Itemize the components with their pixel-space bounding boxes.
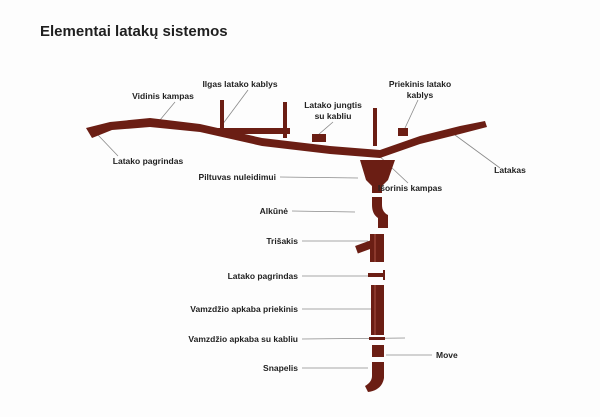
label-move: Move bbox=[436, 350, 458, 360]
label-vidinis-kampas: Vidinis kampas bbox=[132, 91, 194, 101]
label-snapelis: Snapelis bbox=[263, 363, 298, 373]
label-latako-pagrindas-top: Latako pagrindas bbox=[112, 156, 184, 166]
gutter-parts bbox=[86, 100, 487, 392]
label-alkune: Alkūnė bbox=[259, 206, 288, 216]
label-piltuvas-nuleidimui: Piltuvas nuleidimui bbox=[198, 172, 276, 182]
label-latako-pagrindas: Latako pagrindas bbox=[227, 271, 298, 281]
diagram-title: Elementai latakų sistemos bbox=[40, 23, 228, 40]
label-apkaba-priekinis: Vamzdžio apkaba priekinis bbox=[190, 304, 298, 314]
label-trisakis: Trišakis bbox=[266, 236, 298, 246]
label-ilgas-latako-kablys: Ilgas latako kablys bbox=[202, 79, 278, 89]
label-apkaba-su-kabliu: Vamzdžio apkaba su kabliu bbox=[188, 334, 298, 344]
label-isorinis-kampas: Išorinis kampas bbox=[377, 183, 443, 193]
label-latakas: Latakas bbox=[494, 165, 526, 175]
leader-lines bbox=[97, 89, 501, 369]
